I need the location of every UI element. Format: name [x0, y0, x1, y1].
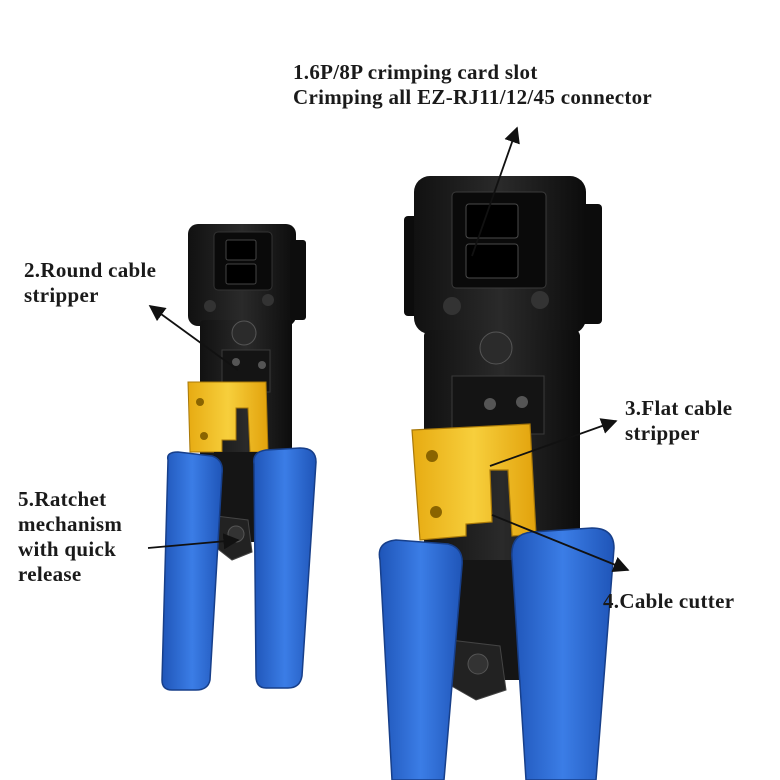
arrow-crimping-slot	[471, 126, 520, 257]
large-tool-right-handle	[511, 527, 615, 780]
small-tool-left-handle	[161, 451, 224, 691]
large-tool-slot-8p	[465, 203, 519, 239]
label-cable-cutter-line1: 4.Cable cutter	[603, 589, 735, 613]
large-tool-stripper	[411, 423, 537, 541]
arrow-flat-stripper	[489, 418, 618, 467]
small-tool-slot-8p	[225, 239, 257, 261]
label-cable-cutter: 4.Cable cutter	[603, 589, 734, 614]
label-crimping-card-slot-line1: 1.6P/8P crimping card slot	[293, 60, 538, 84]
label-round-cable-stripper-line1: 2.Round cable	[24, 258, 157, 282]
label-ratchet-mechanism-line2: mechanism	[18, 512, 123, 536]
label-flat-cable-stripper-line1: 3.Flat cable	[625, 396, 733, 420]
label-flat-cable-stripper-line2: stripper	[625, 421, 700, 445]
large-tool-slot-6p	[465, 243, 519, 279]
arrow-cable-cutter	[491, 514, 630, 573]
small-tool-right-handle	[253, 447, 317, 689]
small-tool-slot-6p	[225, 263, 257, 285]
label-round-cable-stripper: 2.Round cable stripper	[24, 258, 156, 308]
label-ratchet-mechanism: 5.Ratchet mechanism with quick release	[18, 487, 122, 587]
label-ratchet-mechanism-line3: with quick	[18, 537, 117, 561]
label-flat-cable-stripper: 3.Flat cable stripper	[625, 396, 732, 446]
large-crimping-tool	[378, 176, 615, 780]
label-crimping-card-slot-line2: Crimping all EZ-RJ11/12/45 connector	[293, 85, 653, 109]
label-ratchet-mechanism-line1: 5.Ratchet	[18, 487, 107, 511]
arrow-round-stripper	[148, 305, 239, 371]
large-tool-left-handle	[378, 539, 463, 780]
arrow-ratchet	[147, 533, 240, 550]
label-round-cable-stripper-line2: stripper	[24, 283, 99, 307]
label-ratchet-mechanism-line4: release	[18, 562, 82, 586]
small-tool-stripper	[187, 381, 269, 453]
label-crimping-card-slot: 1.6P/8P crimping card slot Crimping all …	[293, 60, 652, 110]
small-crimping-tool	[161, 224, 317, 691]
